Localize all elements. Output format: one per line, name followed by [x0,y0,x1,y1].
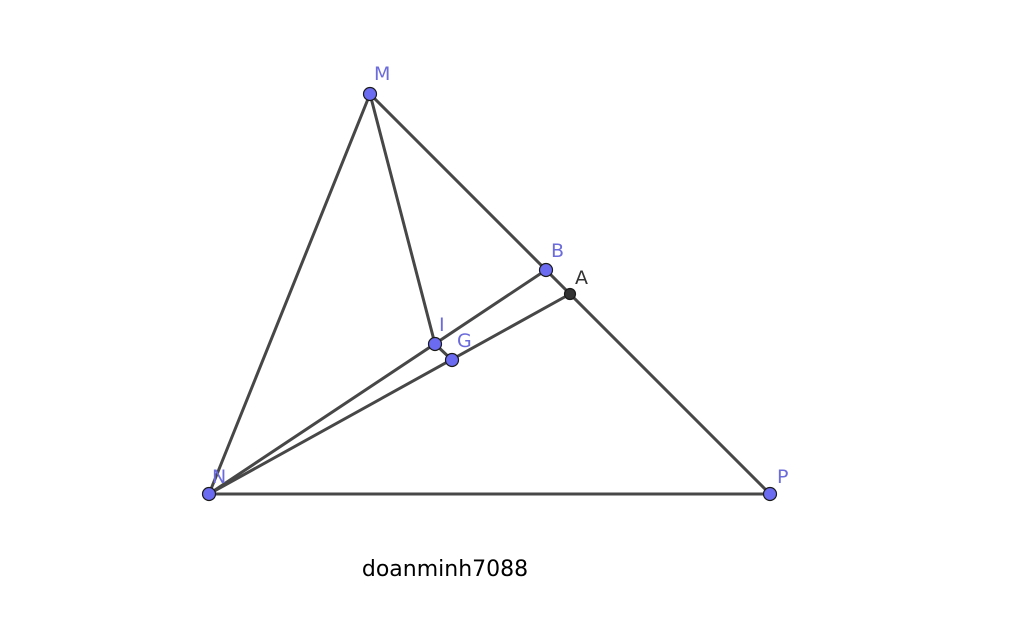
segments-layer [207,92,772,496]
point-label-n: N [212,466,226,488]
point-label-b: B [551,240,564,262]
point-label-p: P [777,466,788,488]
labels-layer: M N P BA IG [212,63,788,488]
point-label-i: I [439,314,445,336]
point-m [362,86,378,102]
point-p [762,486,778,502]
point-label-m: M [374,63,390,85]
point-label-g: G [457,330,472,352]
point-i [427,336,443,352]
point-b [538,262,554,278]
segment-mn [207,92,372,496]
segment-mi [368,92,437,346]
watermark-text: doanminh7088 [362,557,528,582]
point-a [563,287,577,301]
point-label-a: A [575,267,588,289]
segment-nb [207,268,548,496]
point-g [444,352,460,368]
segment-na [207,292,572,496]
points-layer [201,86,778,502]
point-n [201,486,217,502]
